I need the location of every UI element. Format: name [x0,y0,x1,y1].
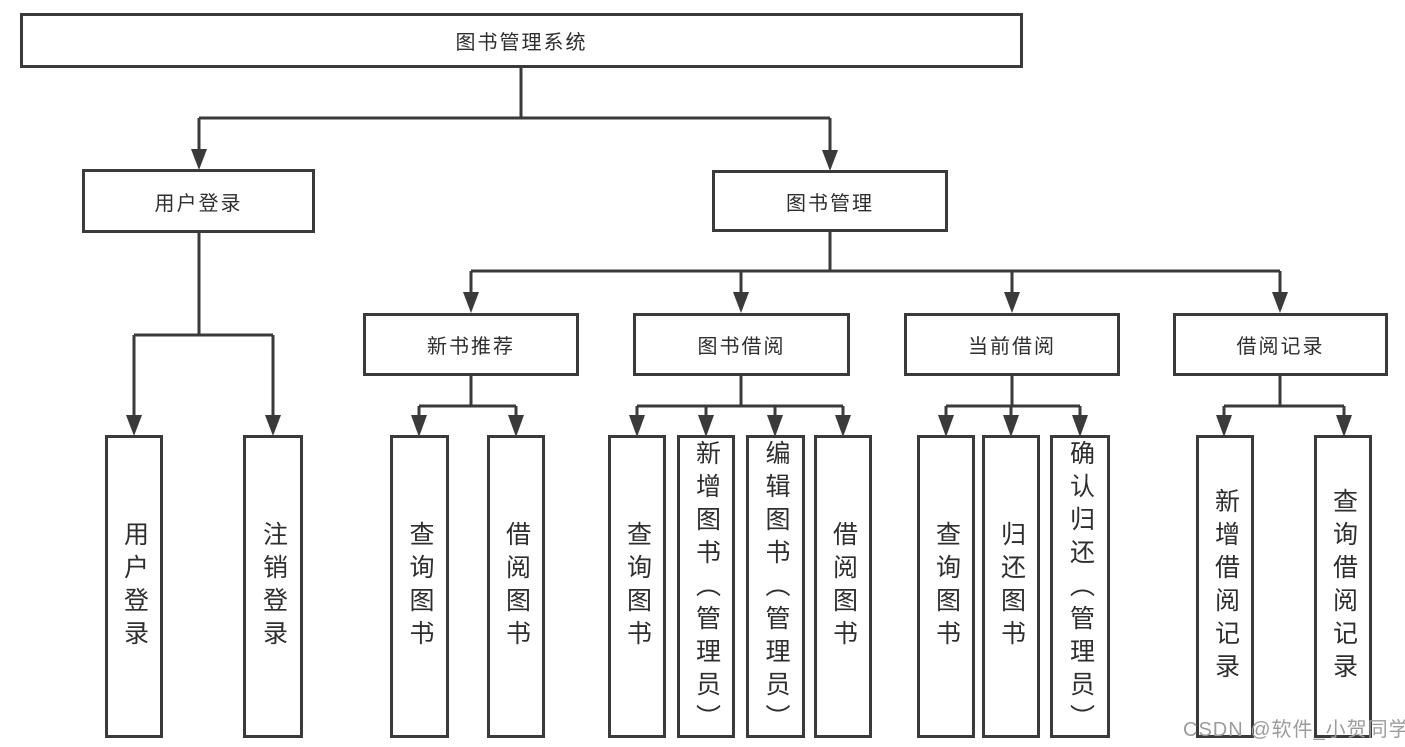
arrowhead [191,149,207,170]
arrowhead [1216,415,1232,437]
connector-root-to-branches [191,68,838,171]
leaf-label: 编辑图书（管理员） [762,440,790,737]
leaf-label: 查询图书 [932,520,961,653]
leaf-query-borrow-record: 查询借阅记录 [1314,435,1372,738]
node-book-borrow: 图书借阅 [633,313,850,376]
arrowhead [698,415,714,437]
leaf-label: 用户登录 [120,520,149,653]
arrowhead [508,415,524,437]
leaf-user-login: 用户登录 [105,435,163,738]
leaf-borrow-books-recommend: 借阅图书 [487,435,545,738]
arrowhead [1072,415,1088,437]
node-book-management: 图书管理 [712,170,948,232]
node-user-login: 用户登录 [82,169,315,233]
connector-book-borrow-leaves [629,376,851,437]
leaf-label: 确认归还（管理员） [1066,440,1095,737]
arrowhead [938,415,954,437]
leaf-borrow-books: 借阅图书 [814,435,872,738]
node-library-system: 图书管理系统 [20,13,1023,68]
leaf-logout: 注销登录 [243,435,303,738]
leaf-add-borrow-record: 新增借阅记录 [1196,435,1254,738]
arrowhead [835,415,851,437]
arrowhead [265,415,281,436]
connector-new-book-leaves [411,376,524,437]
leaf-query-books-current: 查询图书 [917,435,975,738]
leaf-label: 注销登录 [259,520,288,653]
arrowhead [1003,415,1019,437]
leaf-label: 查询图书 [623,520,652,653]
arrowhead [733,292,749,313]
leaf-label: 借阅图书 [829,520,858,653]
connector-current-borrow-leaves [938,376,1088,437]
leaf-label: 新增借阅记录 [1211,487,1240,686]
arrowhead [411,415,427,437]
connector-borrow-records-leaves [1216,376,1352,437]
leaf-return-books: 归还图书 [982,435,1040,738]
leaf-query-books-recommend: 查询图书 [390,435,449,738]
connector-user-login-leaves [126,233,281,436]
node-current-borrow: 当前借阅 [904,313,1120,376]
arrowhead [1272,292,1288,313]
leaf-label: 新增图书（管理员） [692,440,721,737]
leaf-label: 查询图书 [406,520,434,653]
node-borrow-records: 借阅记录 [1173,313,1388,376]
arrowhead [463,292,479,313]
leaf-label: 查询借阅记录 [1329,487,1358,686]
node-new-book-recommend: 新书推荐 [363,313,579,376]
leaf-label: 归还图书 [997,520,1026,653]
leaf-add-book-admin: 新增图书（管理员） [677,435,735,738]
arrowhead [629,415,645,437]
leaf-confirm-return-admin: 确认归还（管理员） [1050,435,1110,738]
csdn-watermark: CSDN @软件_小贺同学 [1183,719,1405,741]
arrowhead [1336,415,1352,437]
arrowhead [1004,292,1020,313]
leaf-edit-book-admin: 编辑图书（管理员） [746,435,805,738]
leaf-query-books-borrow: 查询图书 [608,435,666,738]
arrowhead [767,415,783,437]
connector-book-management-groups [463,232,1288,313]
arrowhead [822,150,838,171]
leaf-label: 借阅图书 [502,520,531,653]
arrowhead [126,415,142,436]
